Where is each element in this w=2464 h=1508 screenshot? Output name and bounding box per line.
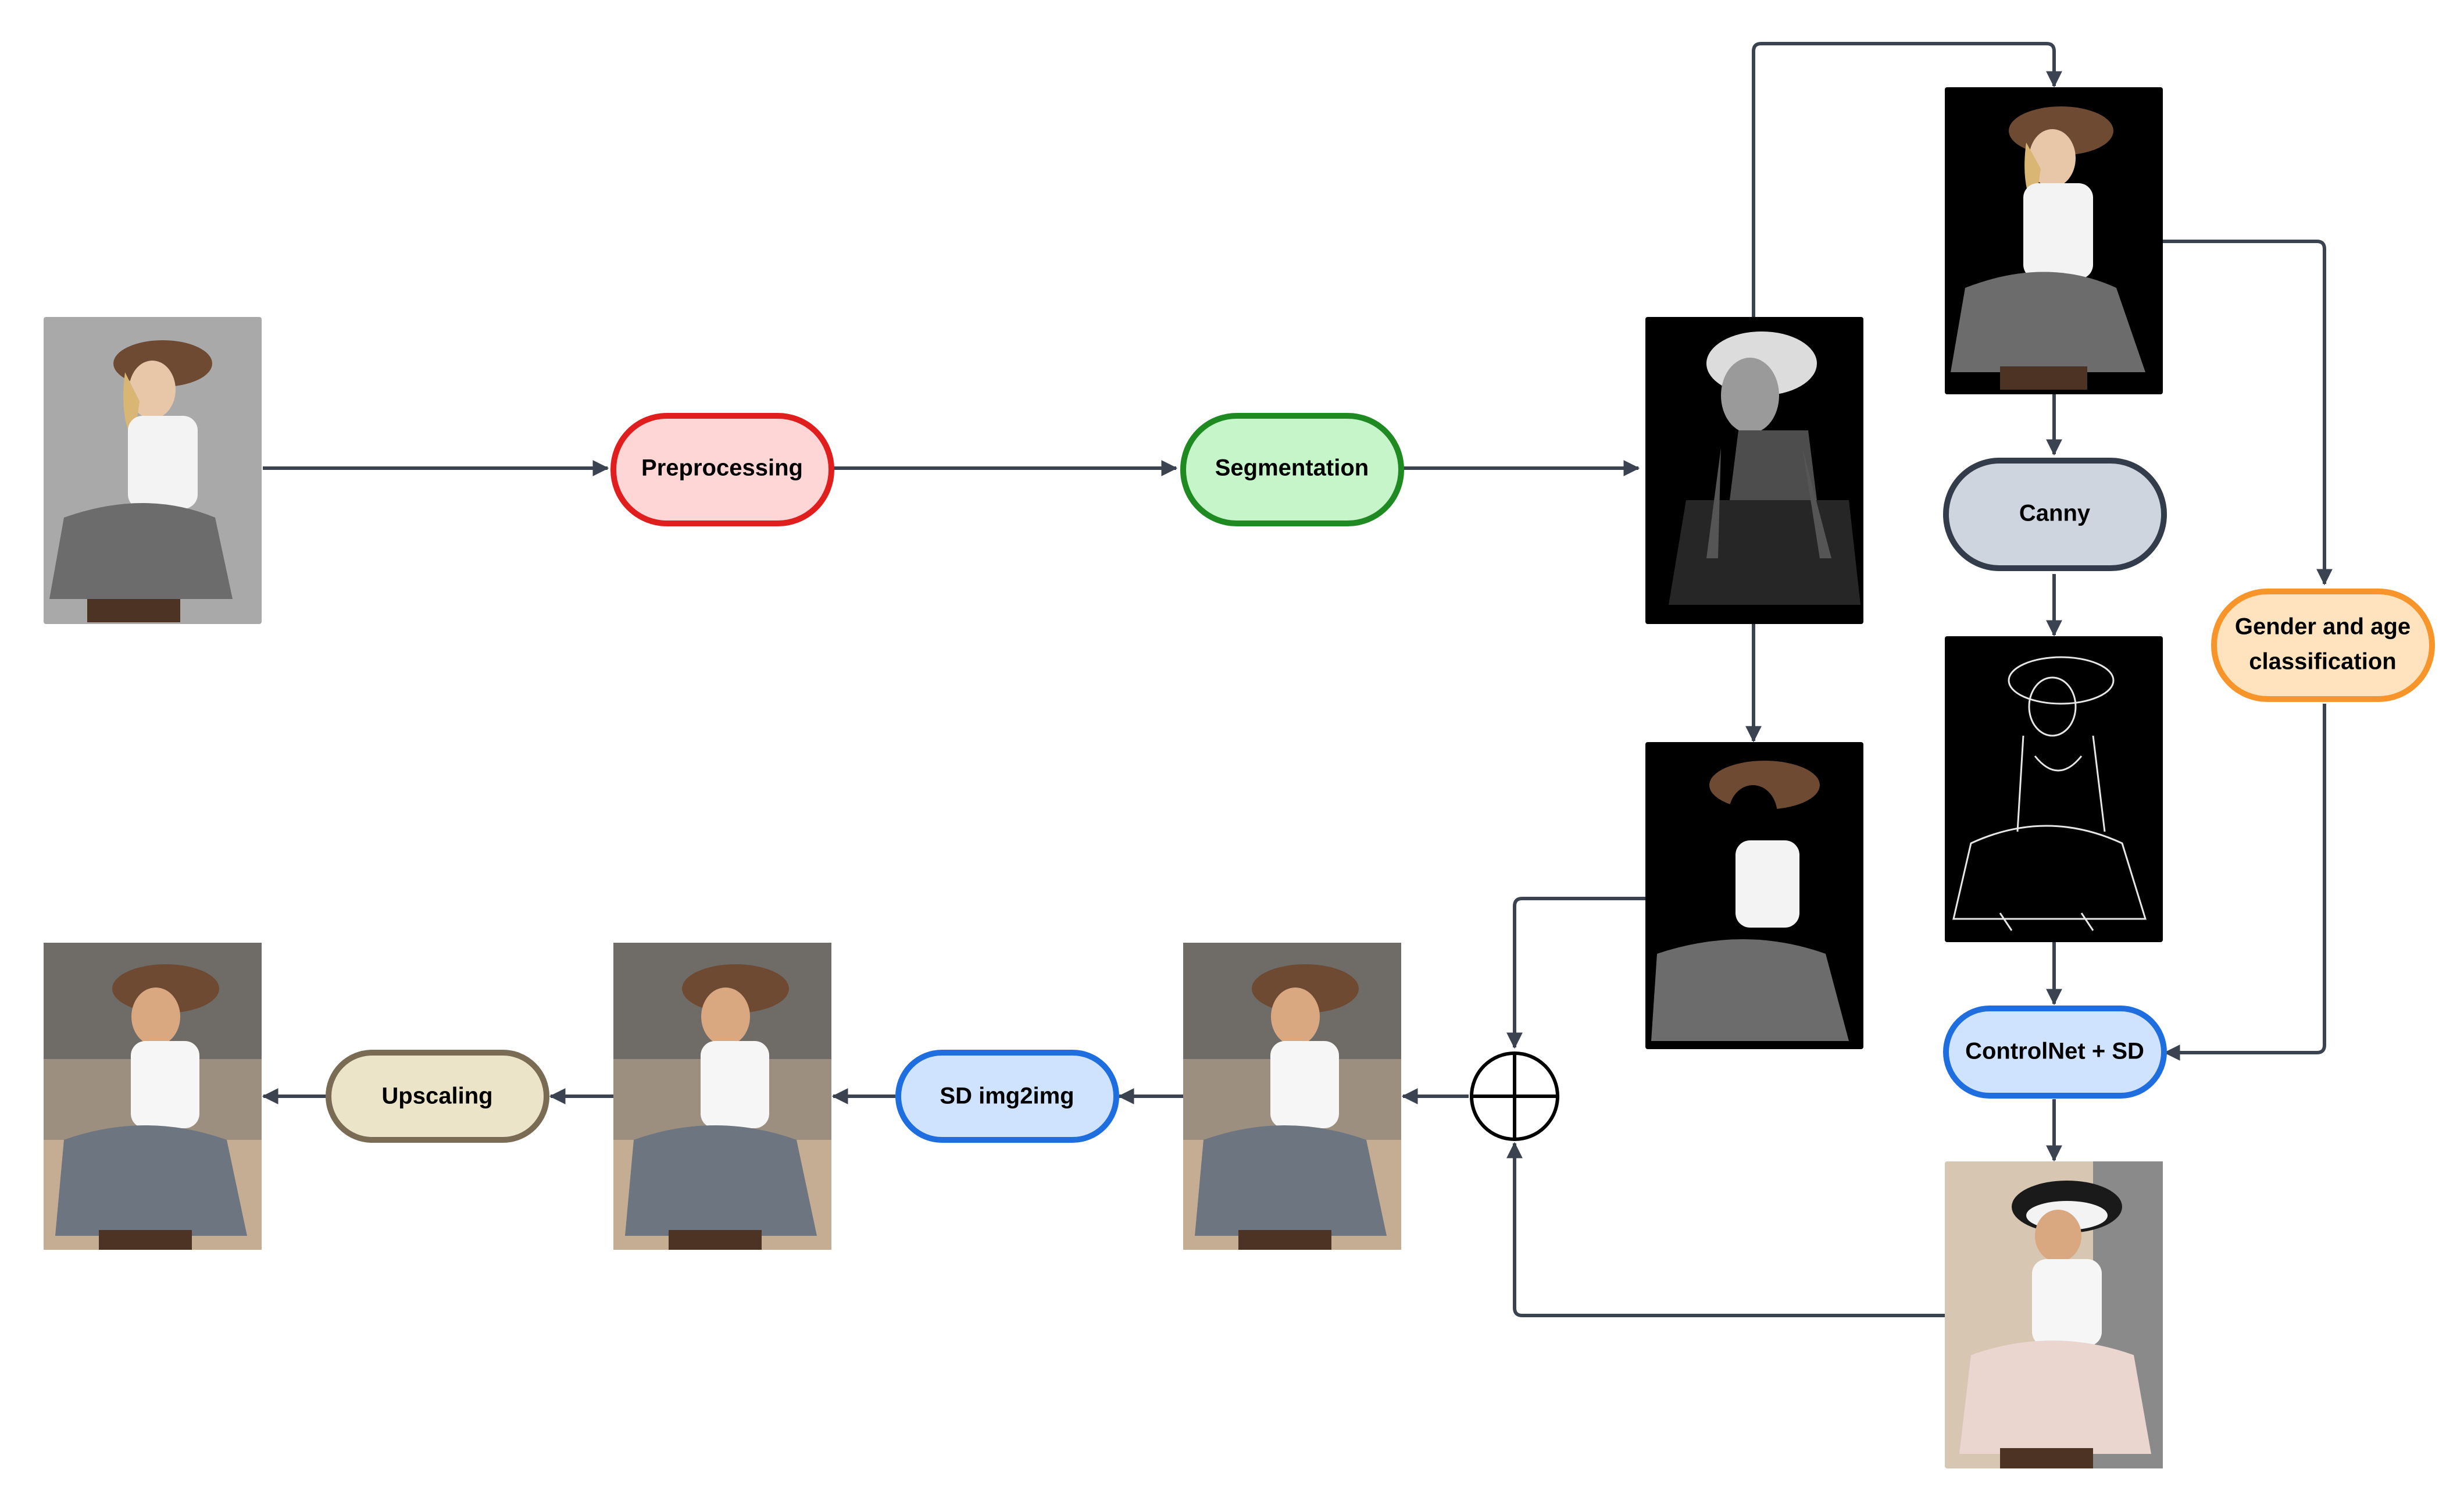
node-gender-age-label-line1: Gender and age (2235, 614, 2411, 640)
arrow-controlnet-output-to-combine (1506, 1142, 1945, 1317)
arrow-gender-age-to-controlnet (2163, 704, 2326, 1061)
image-input-photo (44, 317, 262, 624)
combine-symbol (1470, 1051, 1559, 1141)
node-controlnet-label: ControlNet + SD (1965, 1039, 2144, 1064)
image-segmentation-map (1645, 317, 1863, 624)
image-head-mask (1645, 742, 1863, 1049)
node-preprocessing: Preprocessing (610, 413, 834, 526)
node-gender-age: Gender and age classification (2211, 589, 2435, 702)
image-img2img-output (613, 943, 831, 1250)
node-canny: Canny (1943, 458, 2167, 571)
image-combined (1183, 943, 1401, 1250)
node-upscaling: Upscaling (326, 1050, 549, 1143)
image-canny-edges (1945, 636, 2163, 942)
node-gender-age-label-line2: classification (2249, 649, 2396, 675)
image-controlnet-output (1945, 1161, 2163, 1468)
node-segmentation-label: Segmentation (1215, 455, 1369, 481)
node-upscaling-label: Upscaling (381, 1083, 492, 1109)
node-controlnet: ControlNet + SD (1943, 1006, 2167, 1099)
image-person-masked (1945, 87, 2163, 394)
node-preprocessing-label: Preprocessing (641, 455, 803, 481)
node-sd-img2img-label: SD img2img (940, 1083, 1074, 1109)
arrow-segmap-to-person-mask (1752, 42, 2062, 317)
arrow-person-mask-to-gender-age (2163, 240, 2333, 586)
node-canny-label: Canny (2019, 501, 2091, 526)
connectors (262, 42, 2333, 1317)
node-segmentation: Segmentation (1180, 413, 1404, 526)
image-upscaled-output (44, 943, 262, 1250)
node-sd-img2img: SD img2img (895, 1050, 1119, 1143)
arrow-head-mask-to-combine (1506, 897, 1645, 1049)
